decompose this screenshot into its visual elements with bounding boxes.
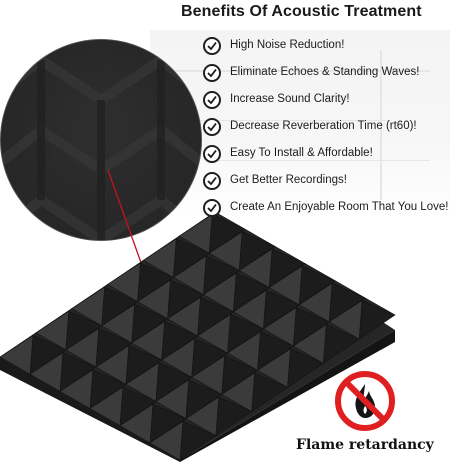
benefit-label: Decrease Reverberation Time (rt60)!: [230, 120, 417, 132]
pyramid-face: [89, 386, 124, 427]
page-title: Benefits Of Acoustic Treatment: [181, 3, 422, 20]
check-circle-icon: [203, 145, 221, 163]
benefit-label: High Noise Reduction!: [230, 39, 345, 51]
flame-retardancy-caption: Flame retardancy: [296, 437, 434, 453]
check-circle-icon: [203, 118, 221, 136]
foam-closeup-image: [1, 40, 201, 240]
benefit-label: Get Better Recordings!: [230, 174, 347, 186]
check-circle-icon: [203, 64, 221, 82]
pyramid-face: [149, 420, 184, 461]
no-fire-icon: [335, 371, 395, 431]
check-circle-icon: [203, 37, 221, 55]
pyramid-face: [0, 334, 34, 375]
benefit-label: Easy To Install & Affordable!: [230, 147, 373, 159]
pyramid-face: [29, 352, 64, 392]
check-circle-icon: [203, 172, 221, 190]
benefit-label: Eliminate Echoes & Standing Waves!: [230, 66, 420, 78]
pyramid-face: [59, 369, 94, 409]
benefit-label: Create An Enjoyable Room That You Love!: [230, 201, 449, 213]
pyramid-foam-panel: [0, 212, 396, 462]
pyramid-face: [119, 403, 154, 444]
benefit-label: Increase Sound Clarity!: [230, 93, 350, 105]
check-circle-icon: [203, 199, 221, 217]
check-circle-icon: [203, 91, 221, 109]
